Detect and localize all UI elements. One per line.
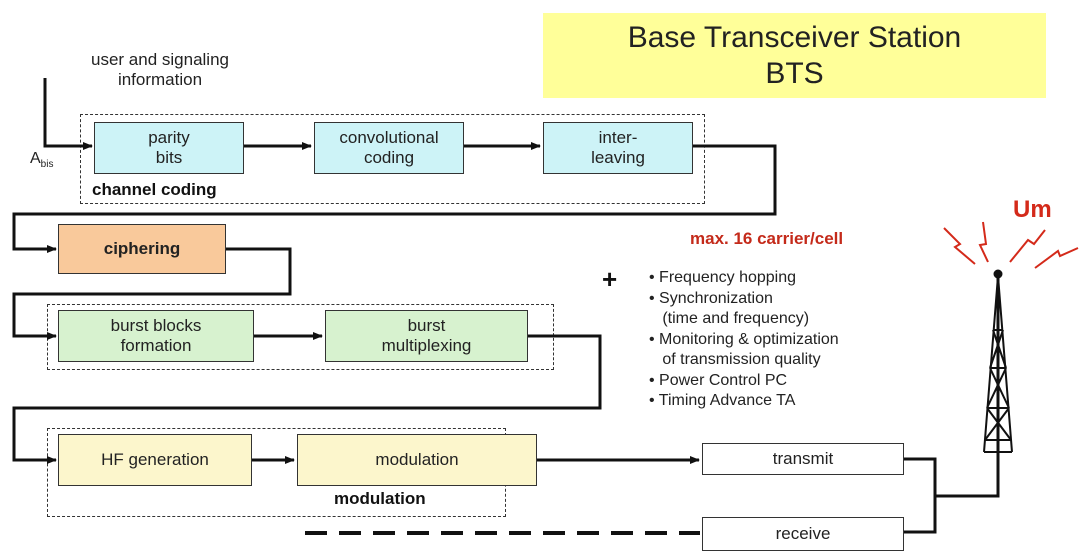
feature-item: of transmission quality bbox=[649, 351, 821, 368]
radio-waves-icon bbox=[943, 221, 1079, 269]
transmit-box: transmit bbox=[702, 443, 904, 475]
modulation-box: modulation bbox=[297, 434, 537, 486]
receive-to-antenna bbox=[904, 496, 937, 534]
feature-item: • Timing Advance TA bbox=[649, 392, 796, 409]
convolutional-coding-box: convolutional coding bbox=[314, 122, 464, 174]
title-banner: Base Transceiver Station BTS bbox=[543, 13, 1046, 98]
burst-multiplexing-box: burst multiplexing bbox=[325, 310, 528, 362]
burst-blocks-formation-box: burst blocks formation bbox=[58, 310, 254, 362]
plus-sign: + bbox=[602, 264, 618, 294]
arrow-multiplexing-to-hf bbox=[12, 334, 602, 464]
arrow-interleaving-to-ciphering bbox=[12, 144, 777, 253]
channel-coding-group bbox=[80, 114, 705, 204]
antenna-tower-icon bbox=[983, 269, 1013, 453]
arrow-ciphering-to-burst bbox=[12, 247, 292, 340]
ciphering-box: ciphering bbox=[58, 224, 226, 274]
abis-label: Abis bbox=[30, 150, 54, 171]
interleaving-box: inter- leaving bbox=[543, 122, 693, 174]
feature-item: • Monitoring & optimization bbox=[649, 330, 839, 348]
feature-item: • Synchronization bbox=[649, 289, 773, 307]
parity-bits-box: parity bits bbox=[94, 122, 244, 174]
feature-item: (time and frequency) bbox=[649, 310, 810, 327]
title-line-1: Base Transceiver Station bbox=[627, 20, 962, 54]
um-label: Um bbox=[1013, 196, 1052, 223]
input-label-line-2: information bbox=[117, 70, 203, 89]
carrier-label: max. 16 carrier/cell bbox=[690, 229, 844, 248]
input-label-line-1: user and signaling bbox=[91, 50, 229, 69]
input-arrow bbox=[43, 78, 93, 150]
input-label: user and signaling information bbox=[40, 50, 280, 90]
channel-coding-label: channel coding bbox=[92, 180, 217, 199]
title-line-2: BTS bbox=[765, 56, 824, 90]
feature-list: • Frequency hopping • Synchronization (t… bbox=[649, 268, 839, 412]
transmit-to-antenna bbox=[904, 276, 1000, 498]
feature-item: • Frequency hopping bbox=[649, 269, 797, 286]
modulation-group-label: modulation bbox=[334, 489, 426, 508]
hf-generation-box: HF generation bbox=[58, 434, 252, 486]
feature-item: • Power Control PC bbox=[649, 371, 788, 389]
